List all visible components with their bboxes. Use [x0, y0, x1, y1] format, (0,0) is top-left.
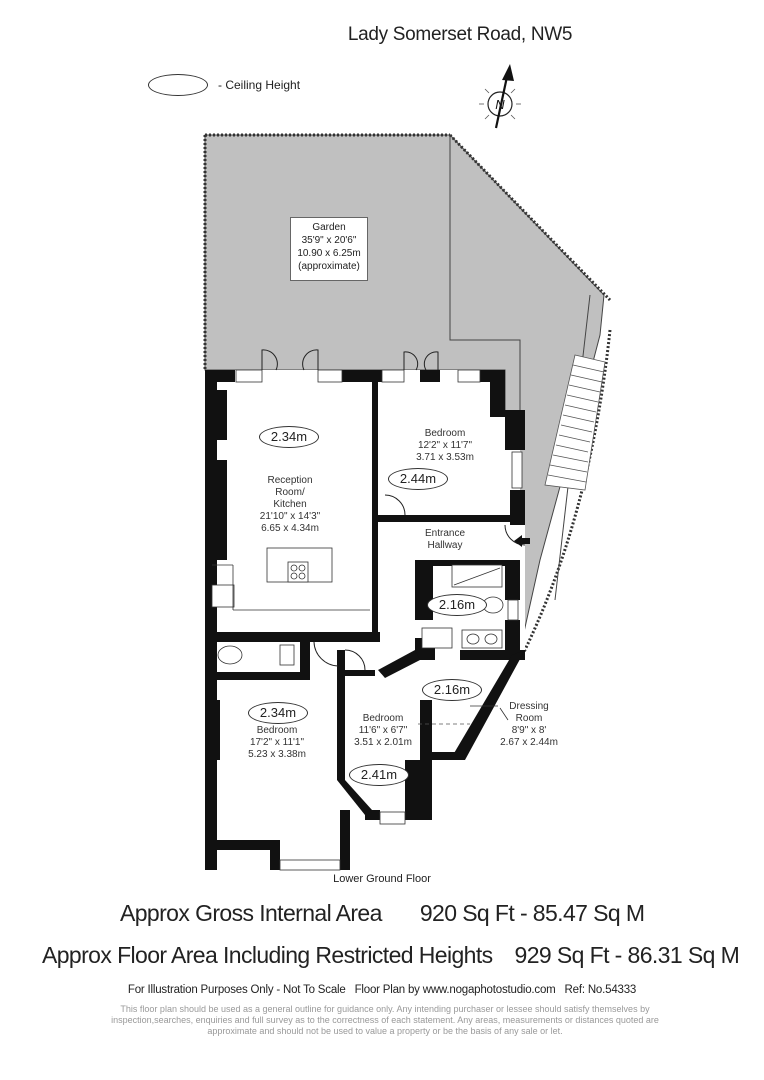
ceiling-height-legend: - Ceiling Height [148, 74, 300, 96]
floor-name: Lower Ground Floor [333, 873, 431, 885]
room-label-reception: Reception Room/ Kitchen 21'10" x 14'3" 6… [259, 475, 321, 534]
footer-credit: For Illustration Purposes Only - Not To … [127, 984, 637, 996]
ceiling-height-bedroom-sw: 2.34m [248, 702, 308, 724]
disclaimer: This floor plan should be used as a gene… [111, 1004, 659, 1036]
garden-label: Garden 35'9" x 20'6" 10.90 x 6.25m (appr… [290, 217, 368, 281]
restricted-heights-area: Approx Floor Area Including Restricted H… [42, 942, 740, 968]
ceiling-height-bedroom-ne: 2.44m [388, 468, 448, 490]
garden-steps [544, 354, 606, 491]
walls [205, 370, 525, 870]
room-label-dressing: Dressing Room 8'9" x 8' 2.67 x 2.44m [500, 701, 558, 748]
ceiling-height-dressing: 2.16m [422, 679, 482, 701]
oval-icon [148, 74, 208, 96]
page-title: Lady Somerset Road, NW5 [347, 24, 573, 45]
ceiling-height-bedroom-s: 2.41m [349, 764, 409, 786]
ceiling-height-bathroom: 2.16m [427, 594, 487, 616]
room-label-bedroom-s: Bedroom 11'6" x 6'7" 3.51 x 2.01m [354, 713, 412, 748]
room-label-bedroom-ne: Bedroom 12'2" x 11'7" 3.71 x 3.53m [416, 428, 474, 463]
legend-label: - Ceiling Height [218, 78, 301, 92]
room-label-bedroom-sw: Bedroom 17'2" x 11'1" 5.23 x 3.38m [248, 725, 306, 760]
north-compass-icon: N [479, 64, 521, 129]
entrance-arrow-icon [514, 535, 530, 547]
windows [235, 369, 523, 871]
room-label-hallway: Entrance Hallway [424, 528, 466, 551]
svg-text:N: N [495, 97, 505, 112]
ceiling-height-reception: 2.34m [259, 426, 319, 448]
